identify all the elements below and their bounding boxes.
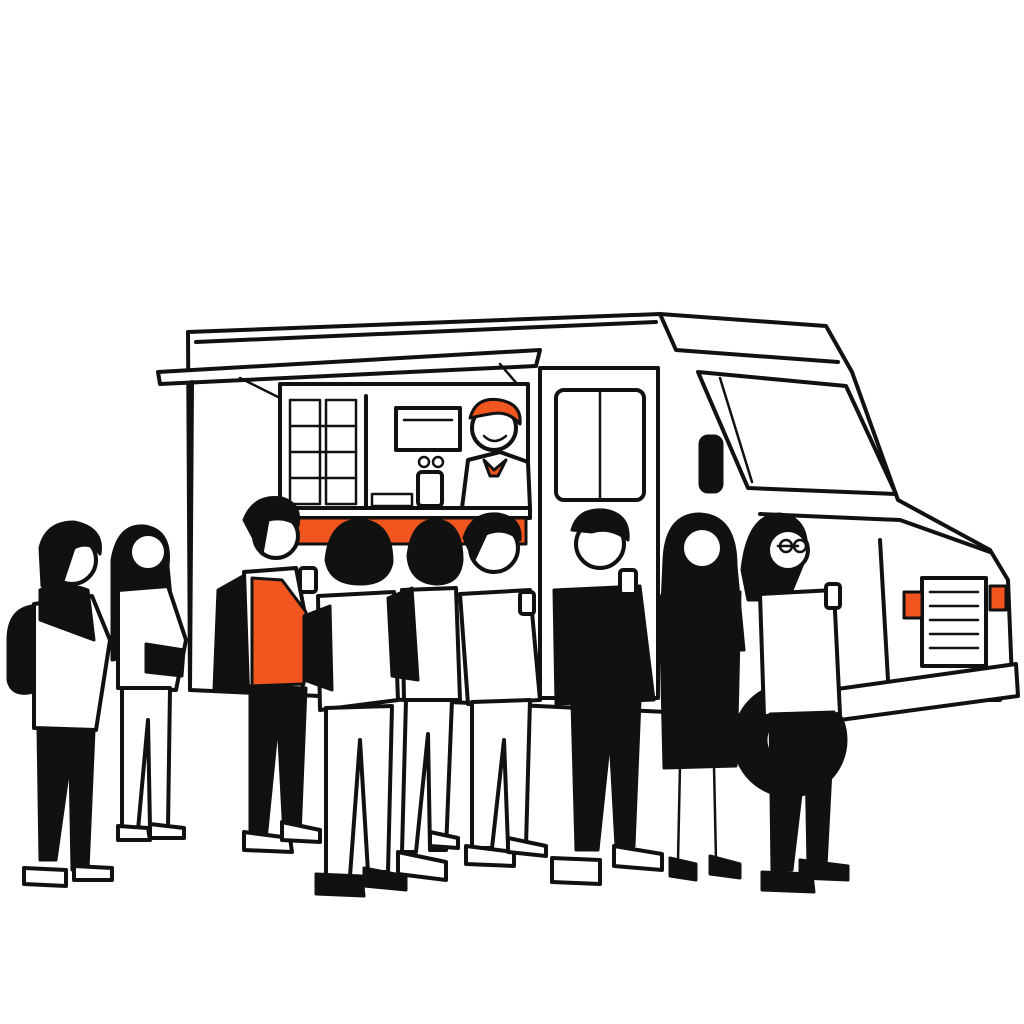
phone-icon [824,582,842,610]
customer-9 [740,512,850,894]
customer-8 [658,512,746,882]
black-dress [658,590,742,770]
customer-2 [110,524,188,842]
backpack-icon [386,586,420,682]
headlight-right [988,584,1008,612]
customer-1 [6,520,114,888]
menu-board [394,406,462,452]
handbag-icon [144,642,186,678]
phone-icon [298,566,318,594]
phone-icon [618,568,638,596]
backpack-icon [302,604,334,692]
customer-6 [458,512,548,868]
customer-queue [6,495,850,898]
vendor-bowtie [482,458,508,478]
headlight-left [902,590,924,620]
vendor [460,397,532,510]
customer-5 [386,518,464,882]
customer-7 [550,508,664,886]
phone-icon [518,590,536,616]
customer-4 [302,518,408,898]
shelves [288,394,368,510]
vendor-hair [468,397,522,426]
customer-3 [212,495,322,854]
side-mirror [698,434,724,494]
awning [156,348,542,386]
